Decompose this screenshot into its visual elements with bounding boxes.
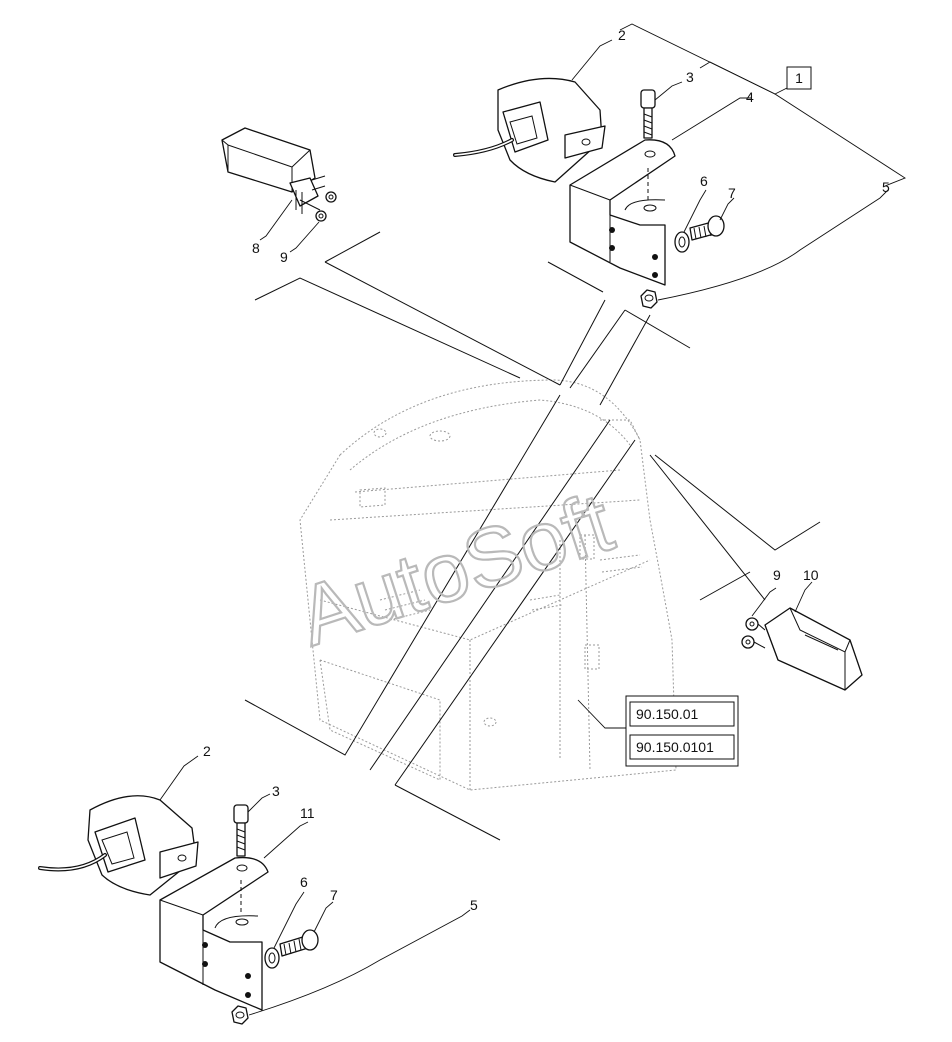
callout-top-washer: 6	[700, 173, 708, 189]
bottom-washer	[264, 947, 280, 969]
bottom-beacon	[38, 795, 199, 896]
callout-top-screw: 7	[728, 185, 736, 201]
callout-bottom-bolt: 3	[272, 783, 280, 799]
top-bolt	[640, 89, 656, 139]
callout-bottom-screw: 7	[330, 887, 338, 903]
callout-bottom-nut: 5	[470, 897, 478, 913]
callout-relay-nut: 9	[280, 249, 288, 265]
group-callout: 1	[619, 23, 906, 187]
relay-nuts	[315, 191, 337, 222]
callout-bottom-beacon: 2	[203, 743, 211, 759]
projection-lines	[244, 231, 821, 841]
bottom-nut	[231, 1005, 249, 1025]
callout-top-nut: 5	[882, 179, 890, 195]
relay	[221, 127, 326, 214]
callout-right-nut: 9	[773, 567, 781, 583]
reference-boxes: 90.150.01 90.150.0101	[577, 695, 739, 767]
top-washer	[674, 231, 690, 253]
top-beacon	[453, 77, 606, 183]
right-module-nuts	[741, 617, 766, 649]
group-box-number: 1	[795, 70, 803, 86]
top-nut	[640, 289, 658, 309]
bottom-screw	[279, 929, 319, 957]
bottom-bolt	[233, 804, 249, 857]
tractor-cab-outline	[299, 379, 677, 791]
top-screw	[689, 215, 725, 241]
reference-code-2: 90.150.0101	[636, 739, 714, 755]
callout-bottom-washer: 6	[300, 874, 308, 890]
top-bracket	[569, 139, 676, 286]
watermark-text: AutoSoft	[288, 474, 623, 663]
callout-relay: 8	[252, 240, 260, 256]
bottom-bracket	[159, 856, 269, 1011]
callout-bottom-bracket: 11	[300, 805, 315, 821]
callout-right-module: 10	[803, 567, 819, 583]
callout-top-beacon: 2	[618, 27, 626, 43]
right-module	[764, 607, 863, 691]
callout-top-bolt: 3	[686, 69, 694, 85]
callout-top-bracket: 4	[746, 89, 754, 105]
reference-code-1: 90.150.01	[636, 706, 698, 722]
